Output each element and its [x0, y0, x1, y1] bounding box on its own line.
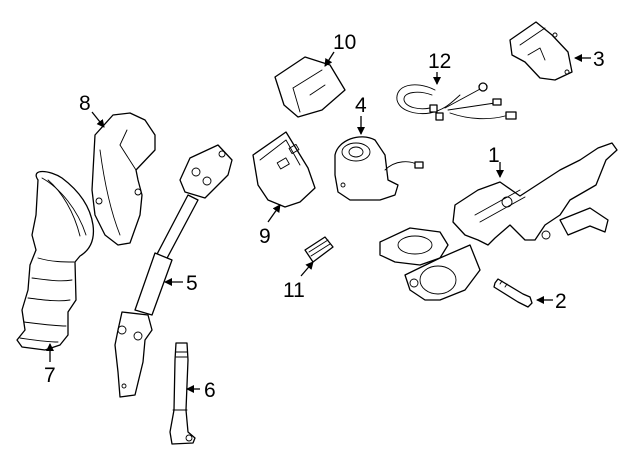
- callout-2[interactable]: 2: [555, 290, 567, 313]
- leader-11: [300, 261, 314, 277]
- callout-6[interactable]: 6: [204, 379, 216, 402]
- callout-1[interactable]: 1: [488, 144, 500, 167]
- leader-10: [324, 51, 335, 67]
- cover-part[interactable]: [91, 112, 156, 246]
- leader-8: [91, 111, 105, 128]
- callout-8[interactable]: 8: [79, 92, 91, 115]
- callout-10[interactable]: 10: [333, 31, 356, 54]
- callout-5[interactable]: 5: [186, 272, 198, 295]
- motor-part[interactable]: [334, 136, 424, 201]
- callout-3[interactable]: 3: [593, 48, 605, 71]
- callout-12[interactable]: 12: [428, 50, 451, 73]
- callout-7[interactable]: 7: [44, 364, 56, 387]
- callout-9[interactable]: 9: [259, 225, 271, 248]
- lower-shaft-part[interactable]: [169, 342, 196, 445]
- intermediate-shaft-part[interactable]: [114, 144, 233, 398]
- clip-part[interactable]: [304, 236, 334, 263]
- wire-harness-part[interactable]: [396, 82, 517, 121]
- bracket-part[interactable]: [509, 21, 573, 81]
- leader-9: [267, 204, 281, 223]
- switch-housing-part[interactable]: [274, 56, 346, 118]
- steering-column-part[interactable]: [379, 142, 618, 301]
- bolt-part[interactable]: [493, 278, 533, 308]
- boot-part[interactable]: [16, 170, 95, 351]
- callout-11[interactable]: 11: [283, 279, 305, 302]
- callout-4[interactable]: 4: [355, 94, 367, 117]
- control-module-part[interactable]: [252, 131, 316, 208]
